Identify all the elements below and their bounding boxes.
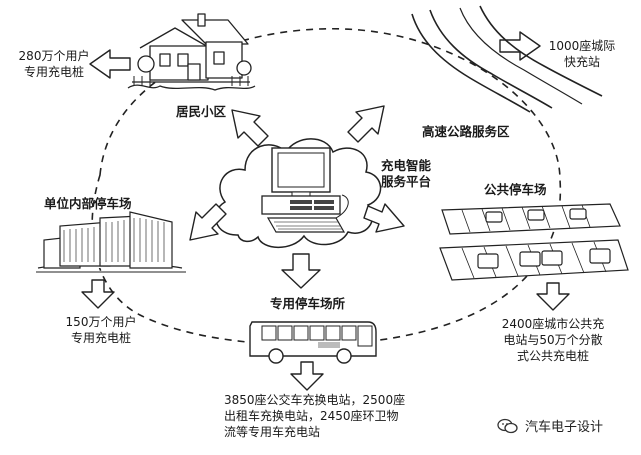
cloud-computer-icon [214,138,382,249]
arrow-to-unit-parking [189,203,227,241]
arrow-unit-out [81,279,115,309]
parking-lot-icon [439,203,629,281]
highway-road-icon [411,5,603,113]
wechat-icon [497,418,518,433]
arrow-public-out [536,282,570,311]
unit-parking-label: 单位内部停车场 [44,196,132,211]
dashed-ring [91,27,562,346]
unit-parking-stat: 150万个用户 专用充电桩 [65,315,137,345]
arrow-to-residential [231,109,269,147]
bus-icon [249,321,377,364]
arrow-bus-out [290,361,324,391]
public-parking-stat: 2400座城市公共充 电站与50万个分散 式公共充电桩 [501,317,605,363]
arrow-to-public-parking [363,203,405,233]
highway-stat: 1000座城际 快充站 [548,39,616,69]
arrow-to-highway [347,105,385,143]
residential-stat: 280万个用户 专用充电桩 [18,49,90,79]
public-parking-label: 公共停车场 [484,182,547,197]
arrow-to-special-parking [281,253,321,289]
arrow-residential-out [89,49,131,79]
special-parking-stat: 3850座公交车充换电站，2500座 出租车充换电站，2450座环卫物 流等专用… [224,393,406,439]
watermark: 汽车电子设计 [497,416,603,435]
platform-label: 充电智能 服务平台 [380,158,431,189]
special-parking-label: 专用停车场所 [270,296,346,311]
arrow-highway-out [499,31,541,61]
watermark-text: 汽车电子设计 [525,420,604,435]
house-icon [127,13,256,91]
office-building-icon [36,211,186,273]
highway-label: 高速公路服务区 [422,124,510,139]
residential-label: 居民小区 [176,104,227,119]
